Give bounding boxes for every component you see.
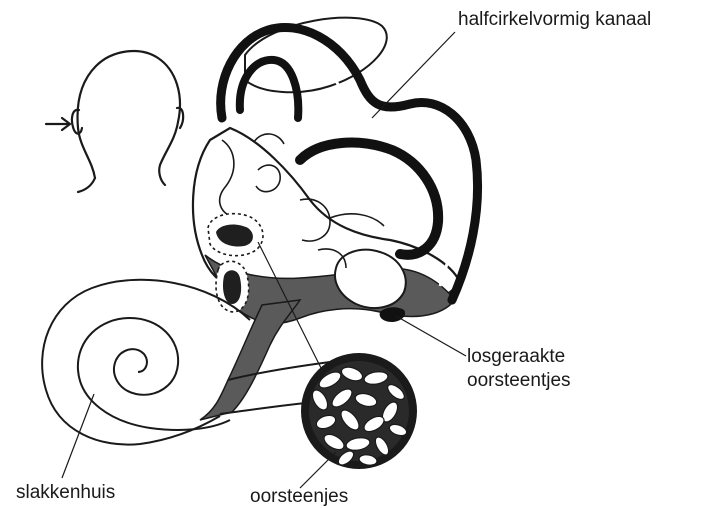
leader-otoliths <box>300 452 336 488</box>
label-cochlea: slakkenhuis <box>16 482 115 504</box>
label-otoliths: oorsteenjes <box>250 486 348 508</box>
label-loose-otoliths-line2: oorsteentjes <box>467 370 571 392</box>
semicircular-canal-horizontal-inner <box>312 163 420 224</box>
leader-cochlea <box>62 394 94 478</box>
otoliths-magnified <box>301 353 417 469</box>
leader-loose-otoliths <box>396 316 466 356</box>
label-semicircular-canal: halfcirkelvormig kanaal <box>458 9 651 31</box>
label-loose-otoliths-line1: losgeraakte <box>467 346 565 368</box>
saccule-macula <box>223 270 241 304</box>
cochlea-spiral <box>78 318 230 430</box>
head-sketch <box>46 51 183 192</box>
head-outline <box>78 51 180 185</box>
neck-shoulder <box>78 178 95 192</box>
